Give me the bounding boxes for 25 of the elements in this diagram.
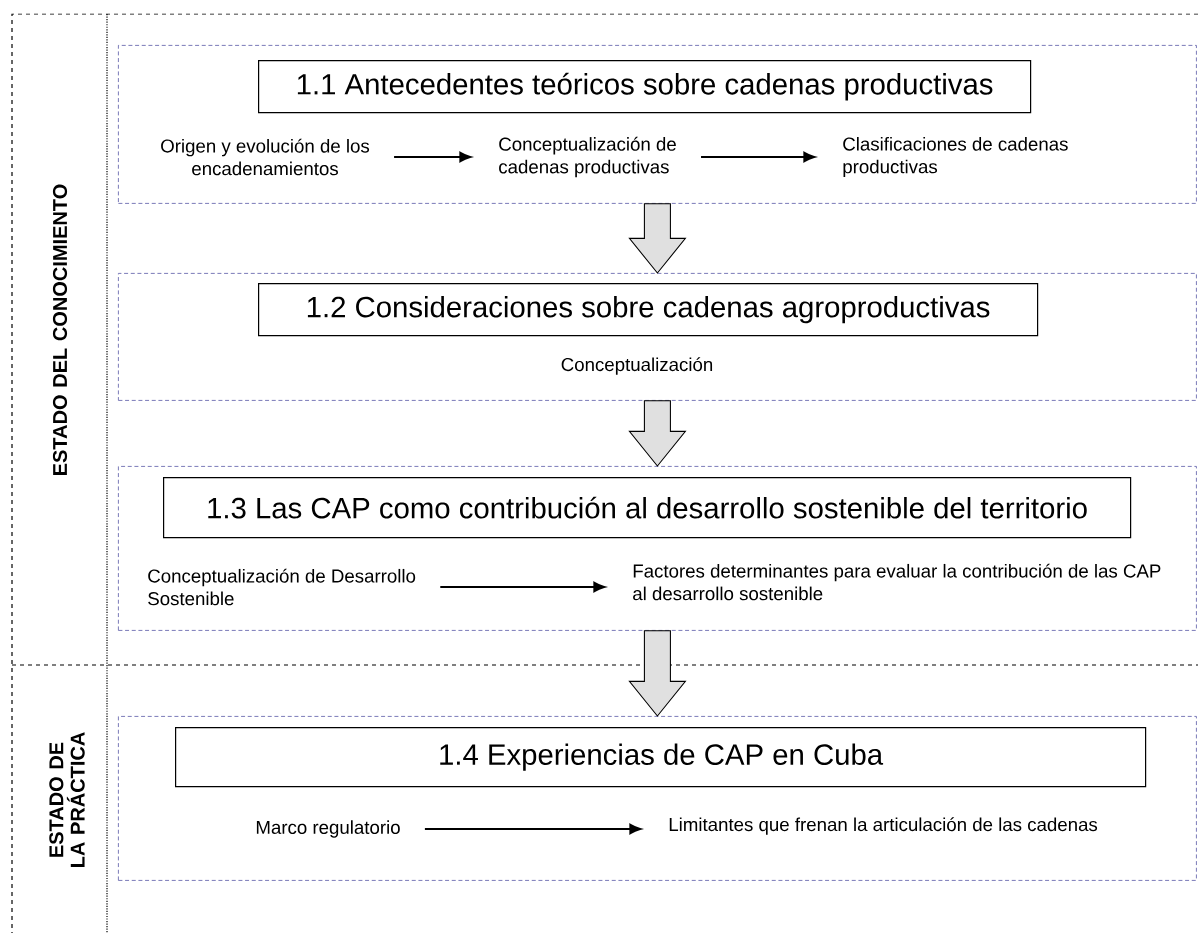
title-box: 1.3 Las CAP como contribución al desarrollo sostenible del territorio bbox=[163, 477, 1132, 539]
section-box bbox=[118, 273, 1197, 401]
title-box: 1.2 Consideraciones sobre cadenas agroproductivas bbox=[258, 283, 1039, 337]
block-arrow bbox=[628, 400, 687, 467]
topic-text: Conceptualización de cadenas productivas bbox=[499, 136, 676, 178]
topic-text: Origen y evolución de los encadenamientos bbox=[161, 138, 370, 176]
topic-text: Conceptualización bbox=[561, 357, 713, 375]
title-box: 1.4 Experiencias de CAP en Cuba bbox=[175, 727, 1147, 788]
arrow bbox=[440, 581, 606, 593]
section-box bbox=[118, 716, 1197, 881]
side-label: ESTADO DEL CONOCIMIENTO bbox=[52, 184, 68, 475]
block-arrow bbox=[628, 203, 687, 274]
section-box bbox=[118, 45, 1197, 204]
arrow bbox=[394, 151, 472, 163]
topic-text: Conceptualización de Desarrollo Sostenible bbox=[148, 568, 416, 606]
title-box: 1.1 Antecedentes teóricos sobre cadenas productivas bbox=[258, 60, 1032, 114]
block-arrow bbox=[628, 630, 687, 717]
section-box bbox=[118, 466, 1197, 631]
topic-text: Limitantes que frenan la articulación de las cadenas bbox=[669, 817, 1098, 835]
arrow bbox=[424, 823, 642, 835]
arrow bbox=[701, 151, 816, 163]
side-label: ESTADO DE LA PRÁCTICA bbox=[49, 732, 85, 867]
topic-text: Clasificaciones de cadenas productivas bbox=[843, 136, 1068, 178]
topic-text: Factores determinantes para evaluar la contribución de las CAP al desarrollo sostenible bbox=[633, 563, 1161, 601]
topic-text: Marco regulatorio bbox=[256, 820, 400, 838]
